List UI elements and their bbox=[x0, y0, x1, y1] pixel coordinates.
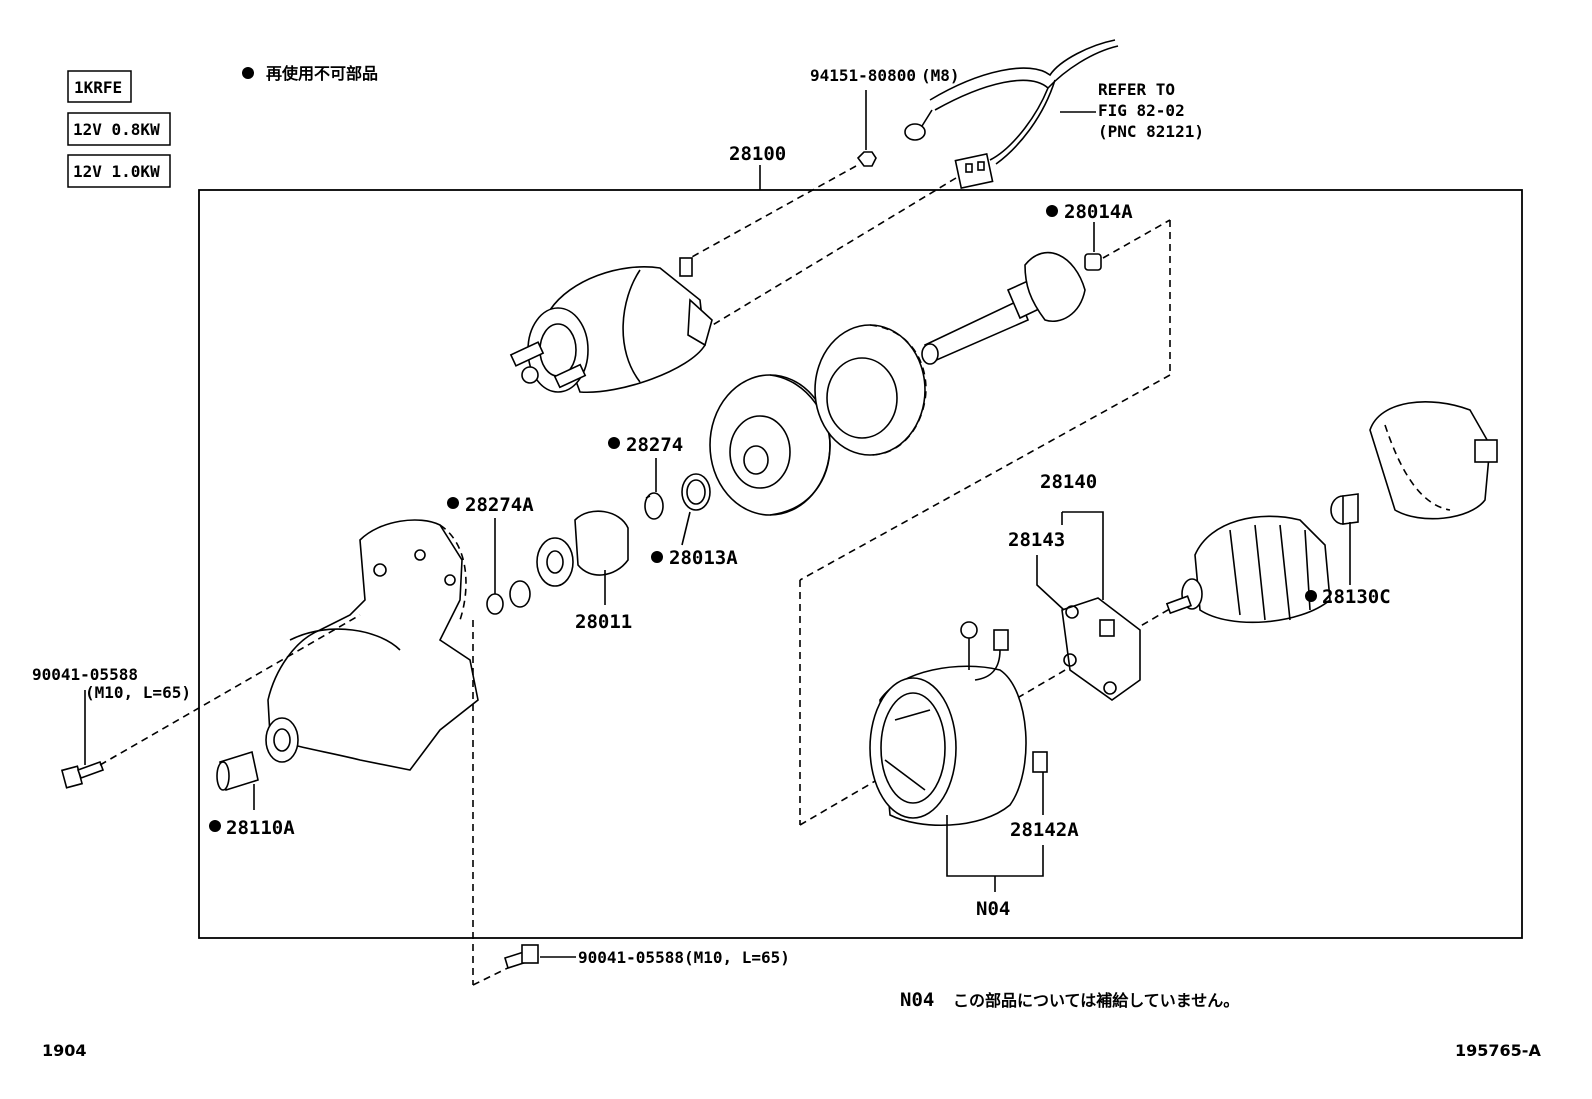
label-28110A: 28110A bbox=[226, 817, 295, 839]
bearing-28130C bbox=[1330, 493, 1359, 525]
svg-text:12V 0.8KW: 12V 0.8KW bbox=[73, 120, 160, 139]
drive-housing bbox=[265, 519, 479, 771]
refer-line-2: FIG 82-02 bbox=[1098, 101, 1185, 120]
legend-engine-code: 1KRFE bbox=[67, 70, 132, 103]
footer-left-code: 1904 bbox=[42, 1041, 87, 1060]
label-n04: N04 bbox=[976, 898, 1010, 920]
label-28013A: 28013A bbox=[669, 547, 738, 569]
svg-text:1KRFE: 1KRFE bbox=[74, 78, 122, 97]
refer-line-3: (PNC 82121) bbox=[1098, 122, 1204, 141]
non-reusable-legend: 再使用不可部品 bbox=[266, 64, 378, 83]
end-cover bbox=[1369, 401, 1498, 520]
assembly-frame bbox=[198, 189, 1523, 939]
field-coil-n04 bbox=[869, 621, 1027, 827]
label-nut-spec: (M8) bbox=[921, 66, 960, 85]
label-bolt-left: 90041-05588 bbox=[32, 665, 138, 684]
bullet-28013A-icon bbox=[651, 551, 663, 563]
legend-variant-1: 12V 0.8KW bbox=[67, 112, 171, 146]
field-yoke bbox=[709, 374, 831, 516]
refer-line-1: REFER TO bbox=[1098, 80, 1175, 99]
bushing-28110A bbox=[216, 750, 259, 792]
bolt-bottom bbox=[504, 944, 539, 970]
stop-collar-28013A bbox=[681, 473, 711, 511]
non-reusable-bullet-icon bbox=[242, 67, 254, 79]
label-28274A: 28274A bbox=[465, 494, 534, 516]
label-bolt-left-spec: (M10, L=65) bbox=[85, 683, 191, 702]
footer-right-code: 195765-A bbox=[1455, 1041, 1541, 1060]
label-28100: 28100 bbox=[729, 143, 786, 165]
svg-text:12V 1.0KW: 12V 1.0KW bbox=[73, 162, 160, 181]
label-28014A: 28014A bbox=[1064, 201, 1133, 223]
note-code: N04 bbox=[900, 989, 934, 1011]
ring-28274A bbox=[486, 580, 531, 615]
bullet-28274A-icon bbox=[447, 497, 459, 509]
bullet-28274-icon bbox=[608, 437, 620, 449]
note-text: この部品については補給していません。 bbox=[953, 991, 1239, 1010]
label-28143: 28143 bbox=[1008, 529, 1065, 551]
bolt-left bbox=[60, 760, 105, 789]
label-28130C: 28130C bbox=[1322, 586, 1391, 608]
bushing-28014A bbox=[1084, 253, 1102, 271]
magnetic-switch bbox=[509, 257, 713, 393]
bullet-28130C-icon bbox=[1305, 590, 1317, 602]
brush-holder-28143 bbox=[1061, 597, 1141, 701]
wire-harness bbox=[904, 39, 1119, 189]
label-28011: 28011 bbox=[575, 611, 632, 633]
gear-housing bbox=[814, 324, 927, 456]
starter-clutch-28011 bbox=[536, 510, 629, 587]
label-28140: 28140 bbox=[1040, 471, 1097, 493]
nut-94151-80800 bbox=[856, 151, 877, 167]
snap-ring-28274 bbox=[644, 492, 664, 520]
armature bbox=[1165, 515, 1331, 624]
label-28274: 28274 bbox=[626, 434, 683, 456]
label-28142A: 28142A bbox=[1010, 819, 1079, 841]
legend-variant-2: 12V 1.0KW bbox=[67, 154, 171, 188]
brush-28142A bbox=[1032, 751, 1048, 773]
bullet-28110A-icon bbox=[209, 820, 221, 832]
planetary-shaft bbox=[921, 251, 1086, 365]
label-94151-80800: 94151-80800 bbox=[810, 66, 916, 85]
label-bolt-bottom: 90041-05588(M10, L=65) bbox=[578, 948, 790, 967]
bullet-28014A-icon bbox=[1046, 205, 1058, 217]
